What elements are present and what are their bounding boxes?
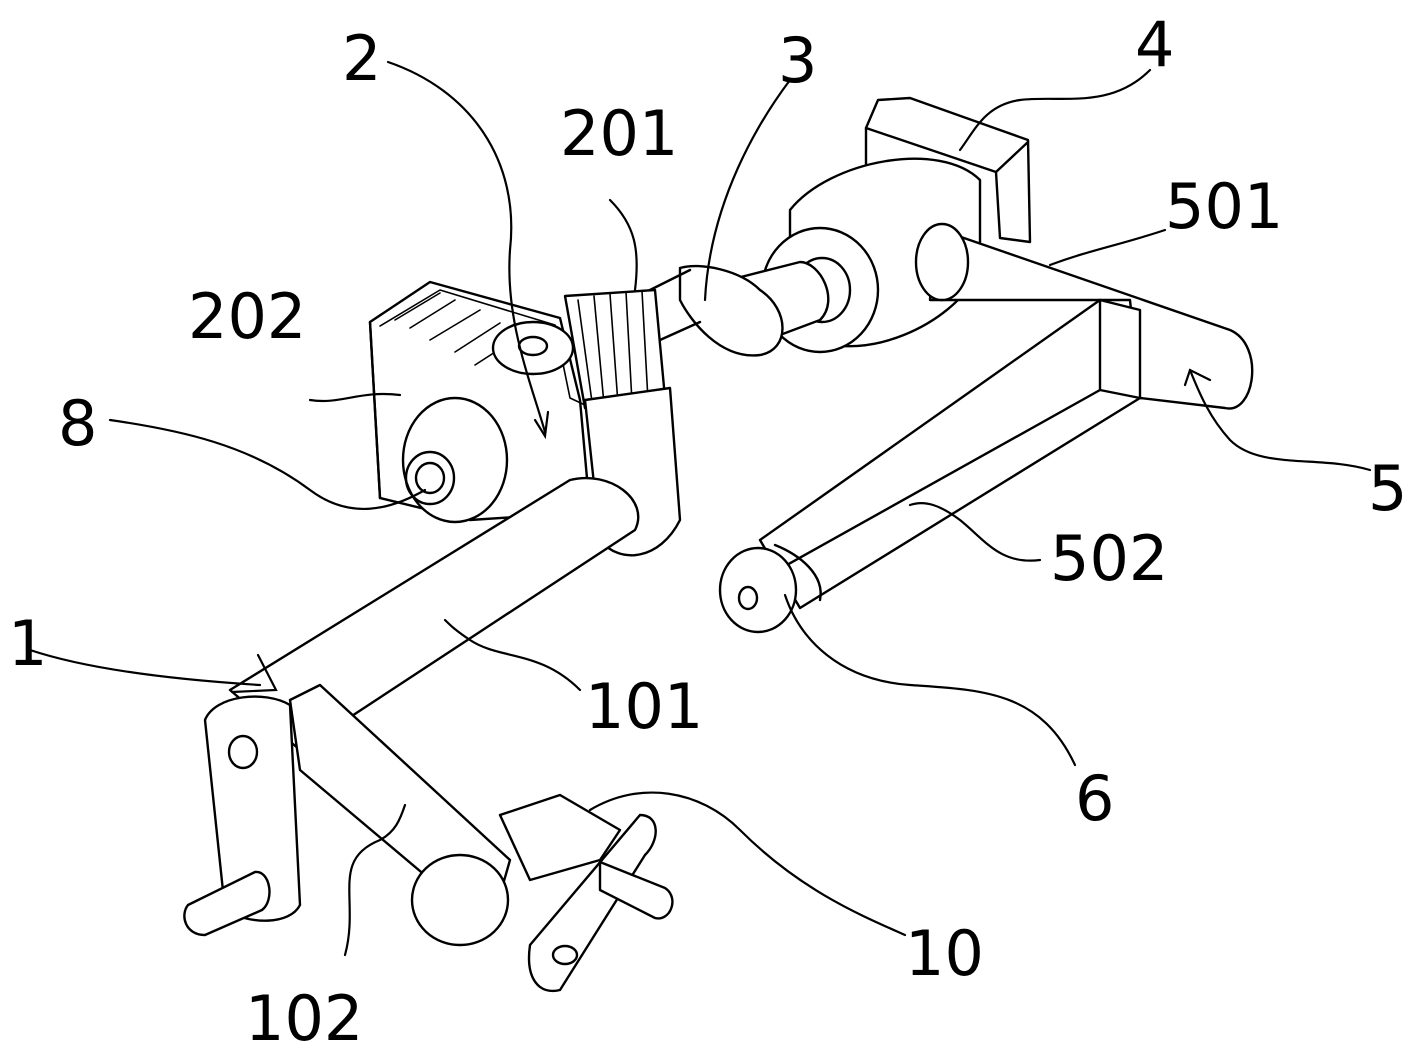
label-201: 201: [560, 97, 678, 170]
label-8: 8: [58, 387, 97, 460]
part-1-arm: [183, 476, 674, 993]
label-10: 10: [905, 917, 984, 990]
label-501: 501: [1165, 170, 1283, 243]
leader-lines: [28, 60, 1372, 957]
label-6: 6: [1075, 762, 1114, 835]
reference-numerals: 2 3 4 201 501 202 8 5 502 1 101 6 10 102: [8, 8, 1407, 1052]
label-5: 5: [1368, 452, 1407, 525]
part-2-block: [368, 280, 682, 557]
label-3: 3: [778, 24, 817, 97]
part-4-mount-plate: [864, 96, 1032, 244]
label-102: 102: [245, 982, 363, 1052]
label-502: 502: [1050, 522, 1168, 595]
label-1: 1: [8, 607, 47, 680]
part-5-arm: [718, 222, 1254, 634]
label-101: 101: [585, 670, 703, 743]
label-202: 202: [188, 280, 306, 353]
label-2: 2: [342, 22, 381, 95]
label-4: 4: [1135, 8, 1174, 81]
